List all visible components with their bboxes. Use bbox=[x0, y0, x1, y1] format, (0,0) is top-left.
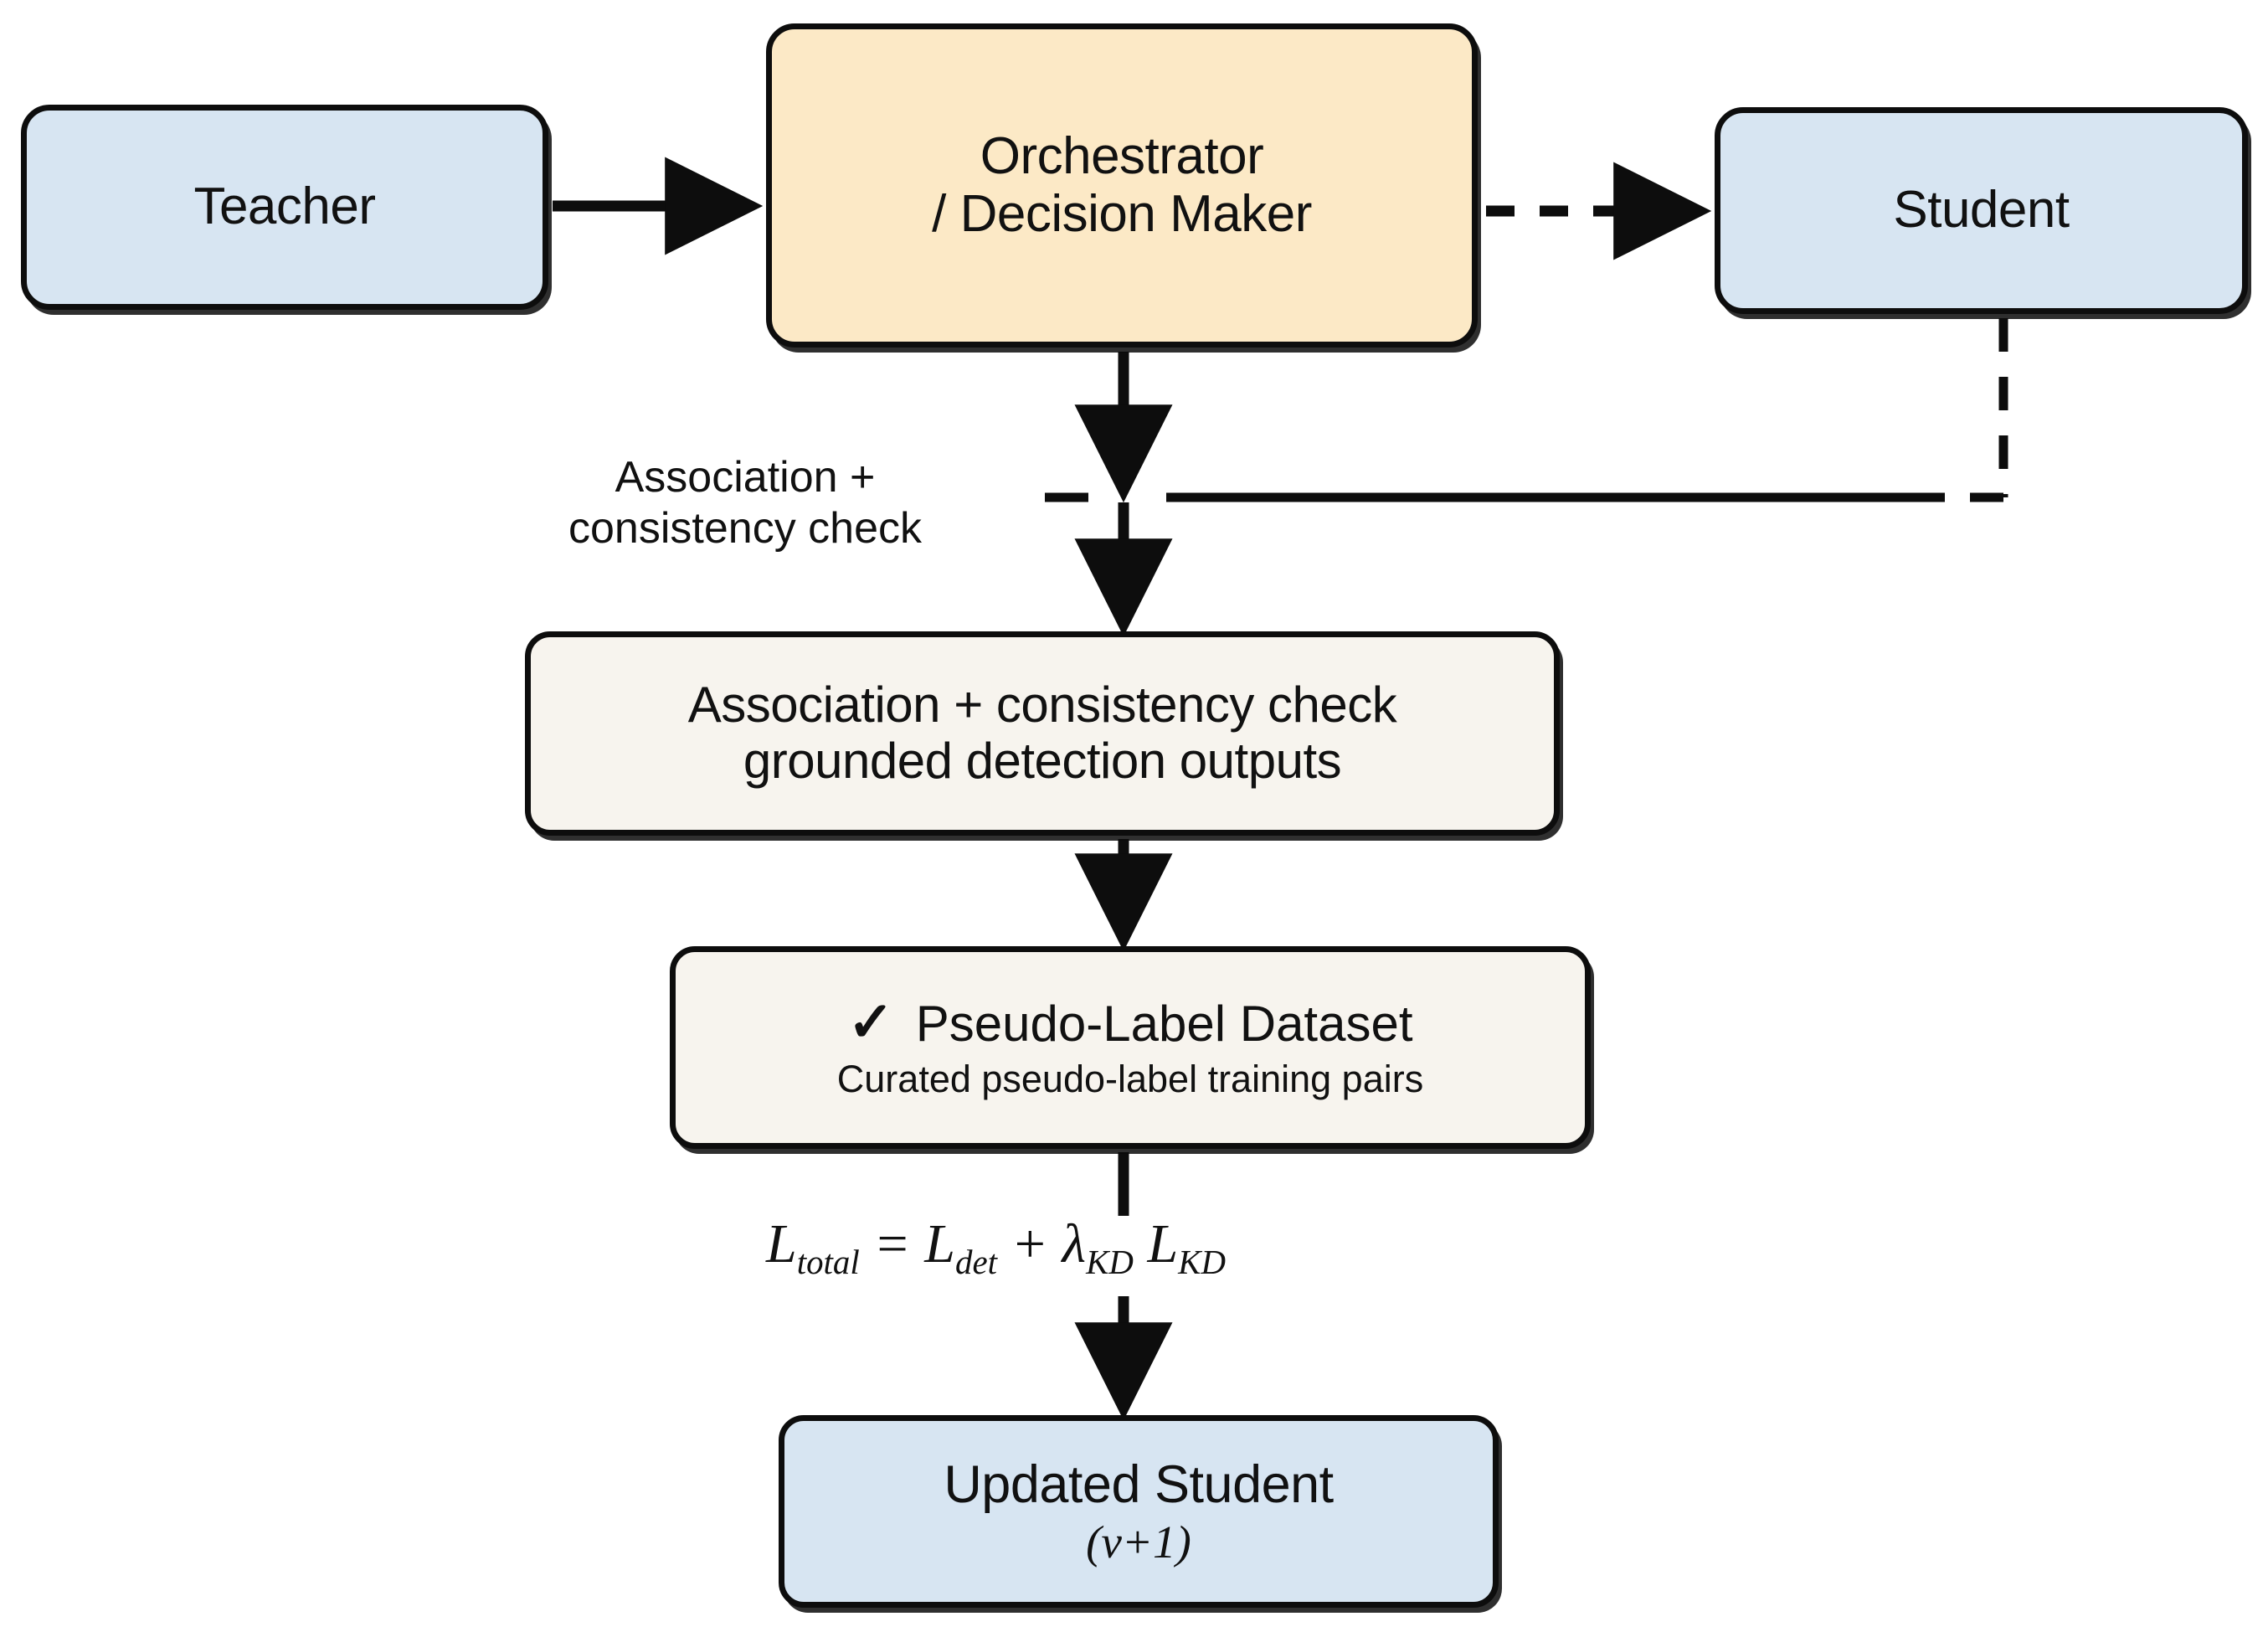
formula-equals: = bbox=[859, 1213, 925, 1274]
edge-label-association-consistency-check: Association + consistency check bbox=[568, 453, 922, 553]
node-updated-student-title: Updated Student bbox=[944, 1455, 1334, 1515]
formula-lambda: λ bbox=[1062, 1213, 1087, 1274]
node-orchestrator[interactable]: Orchestrator / Decision Maker bbox=[766, 23, 1478, 348]
node-student-label: Student bbox=[1893, 181, 2070, 239]
check-icon: ✓ bbox=[847, 991, 894, 1053]
node-detection-outputs-line1: Association + consistency check bbox=[687, 677, 1397, 734]
formula-l-kd: L bbox=[1147, 1213, 1179, 1274]
loss-formula: Ltotal = Ldet + λKD LKD bbox=[766, 1212, 1226, 1282]
formula-plus: + bbox=[996, 1213, 1062, 1274]
formula-l-det-sub: det bbox=[955, 1243, 997, 1282]
formula-lambda-sub: KD bbox=[1086, 1243, 1134, 1282]
pseudo-label-title: Pseudo-Label Dataset bbox=[915, 995, 1413, 1052]
node-student[interactable]: Student bbox=[1715, 107, 2248, 314]
pseudo-label-subtitle: Curated pseudo-label training pairs bbox=[836, 1058, 1424, 1101]
node-orchestrator-label-line2: / Decision Maker bbox=[932, 184, 1312, 243]
formula-space bbox=[1134, 1213, 1148, 1274]
formula-l-total: L bbox=[766, 1213, 797, 1274]
node-pseudo-label-dataset[interactable]: ✓ Pseudo-Label Dataset Curated pseudo-la… bbox=[670, 946, 1591, 1149]
node-detection-outputs[interactable]: Association + consistency check grounded… bbox=[525, 631, 1560, 836]
pseudo-label-title-row: ✓ Pseudo-Label Dataset bbox=[847, 991, 1413, 1053]
formula-l-det: L bbox=[924, 1213, 955, 1274]
node-updated-student-iteration: (ν+1) bbox=[1086, 1516, 1191, 1568]
node-teacher[interactable]: Teacher bbox=[21, 105, 548, 310]
node-detection-outputs-line2: grounded detection outputs bbox=[743, 733, 1342, 790]
formula-l-kd-sub: KD bbox=[1178, 1243, 1226, 1282]
node-updated-student[interactable]: Updated Student (ν+1) bbox=[779, 1415, 1499, 1608]
node-orchestrator-label-line1: Orchestrator bbox=[980, 126, 1264, 185]
node-teacher-label: Teacher bbox=[193, 178, 376, 236]
formula-l-total-sub: total bbox=[796, 1243, 860, 1282]
